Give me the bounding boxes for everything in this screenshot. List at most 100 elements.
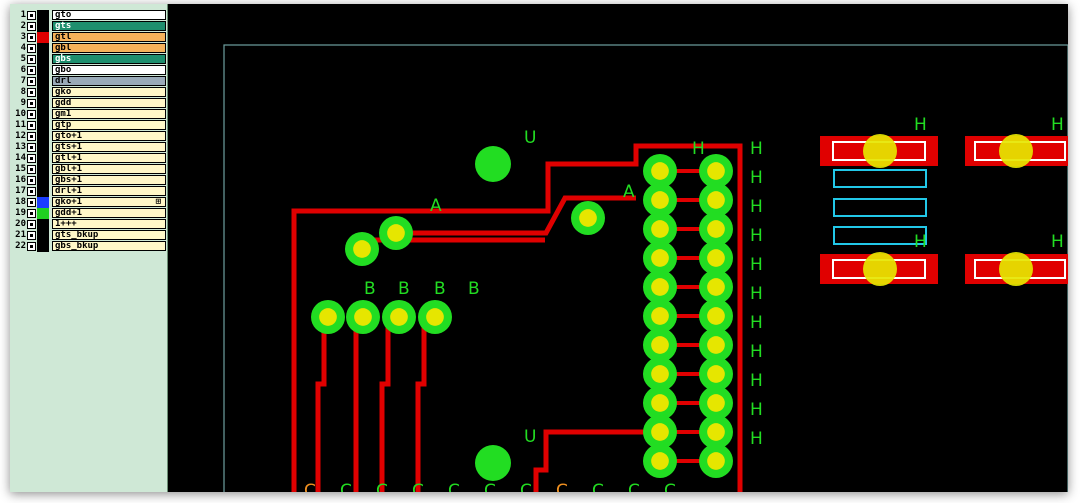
layer-name[interactable]: gbo [52, 65, 166, 75]
layer-color-swatch[interactable] [37, 219, 49, 230]
layer-color-swatch[interactable] [37, 164, 49, 175]
layer-visibility-checkbox[interactable] [27, 154, 36, 163]
layer-visibility-checkbox[interactable] [27, 11, 36, 20]
layer-name[interactable]: drl+1 [52, 186, 166, 196]
layer-number: 17 [15, 186, 26, 196]
pad-hole [426, 308, 444, 326]
layer-visibility-checkbox[interactable] [27, 88, 36, 97]
layer-color-swatch[interactable] [37, 65, 49, 76]
layer-name[interactable]: gbs_bkup [52, 241, 166, 251]
layer-name[interactable]: gm1 [52, 109, 166, 119]
layer-color-swatch[interactable] [37, 208, 49, 219]
layer-visibility-checkbox[interactable] [27, 121, 36, 130]
layer-visibility-checkbox[interactable] [27, 99, 36, 108]
layer-number: 19 [15, 208, 26, 218]
layer-visibility-checkbox[interactable] [27, 33, 36, 42]
layer-name[interactable]: gts+1 [52, 142, 166, 152]
layer-color-swatch[interactable] [37, 43, 49, 54]
layer-color-swatch[interactable] [37, 32, 49, 43]
layer-name[interactable]: gdd [52, 98, 166, 108]
layer-color-swatch[interactable] [37, 197, 49, 208]
layer-visibility-checkbox[interactable] [27, 77, 36, 86]
layer-color-swatch[interactable] [37, 98, 49, 109]
layer-visibility-checkbox[interactable] [27, 44, 36, 53]
layer-visibility-checkbox[interactable] [27, 165, 36, 174]
layer-visibility-checkbox[interactable] [27, 143, 36, 152]
layer-name[interactable]: gbs+1 [52, 175, 166, 185]
layer-visibility-checkbox[interactable] [27, 55, 36, 64]
layer-number: 7 [20, 76, 26, 86]
layer-visibility-checkbox[interactable] [27, 110, 36, 119]
layer-name[interactable]: drl [52, 76, 166, 86]
layer-name[interactable]: gtl [52, 32, 166, 42]
layer-number: 15 [15, 164, 26, 174]
layer-visibility-checkbox[interactable] [27, 22, 36, 31]
layer-color-swatch[interactable] [37, 241, 49, 252]
layer-color-swatch[interactable] [37, 54, 49, 65]
layer-row[interactable]: 3 gtl [10, 32, 167, 43]
layer-name[interactable]: gtp [52, 120, 166, 130]
layer-color-swatch[interactable] [37, 10, 49, 21]
layer-number: 3 [20, 32, 26, 42]
layer-color-swatch[interactable] [37, 175, 49, 186]
layer-name[interactable]: gts [52, 21, 166, 31]
layer-visibility-checkbox[interactable] [27, 66, 36, 75]
expand-icon[interactable]: ⊞ [155, 197, 161, 207]
layer-name[interactable]: gtl+1 [52, 153, 166, 163]
layer-name[interactable]: 1+++ [52, 219, 166, 229]
layer-color-swatch[interactable] [37, 142, 49, 153]
layer-row[interactable]: 19 gdd+1 [10, 208, 167, 219]
layer-name[interactable]: gbl [52, 43, 166, 53]
layer-visibility-checkbox[interactable] [27, 198, 36, 207]
layer-color-swatch[interactable] [37, 21, 49, 32]
layer-name[interactable]: gbs [52, 54, 166, 64]
layer-row[interactable]: 7 drl [10, 76, 167, 87]
layer-visibility-checkbox[interactable] [27, 132, 36, 141]
layer-color-swatch[interactable] [37, 131, 49, 142]
layer-visibility-checkbox[interactable] [27, 242, 36, 251]
layer-name[interactable]: gts_bkup [52, 230, 166, 240]
label-c: C [628, 481, 640, 492]
layer-name[interactable]: gko [52, 87, 166, 97]
layer-name[interactable]: gdd+1 [52, 208, 166, 218]
layer-color-swatch[interactable] [37, 153, 49, 164]
label-c: C [304, 481, 316, 492]
layer-color-swatch[interactable] [37, 120, 49, 131]
layer-visibility-checkbox[interactable] [27, 187, 36, 196]
layer-name[interactable]: gbl+1 [52, 164, 166, 174]
layer-name[interactable]: gto+1 [52, 131, 166, 141]
layer-visibility-checkbox[interactable] [27, 209, 36, 218]
layer-row[interactable]: 17 drl+1 [10, 186, 167, 197]
layer-color-swatch[interactable] [37, 76, 49, 87]
layer-visibility-checkbox[interactable] [27, 176, 36, 185]
layer-visibility-checkbox[interactable] [27, 220, 36, 229]
layer-row[interactable]: 15 gbl+1 [10, 164, 167, 175]
layer-color-swatch[interactable] [37, 109, 49, 120]
layer-name[interactable]: gko+1⊞ [52, 197, 166, 207]
layer-color-swatch[interactable] [37, 186, 49, 197]
layer-color-swatch[interactable] [37, 87, 49, 98]
layer-visibility-checkbox[interactable] [27, 231, 36, 240]
label-c: C [592, 481, 604, 492]
layer-name[interactable]: gto [52, 10, 166, 20]
layer-color-swatch[interactable] [37, 230, 49, 241]
